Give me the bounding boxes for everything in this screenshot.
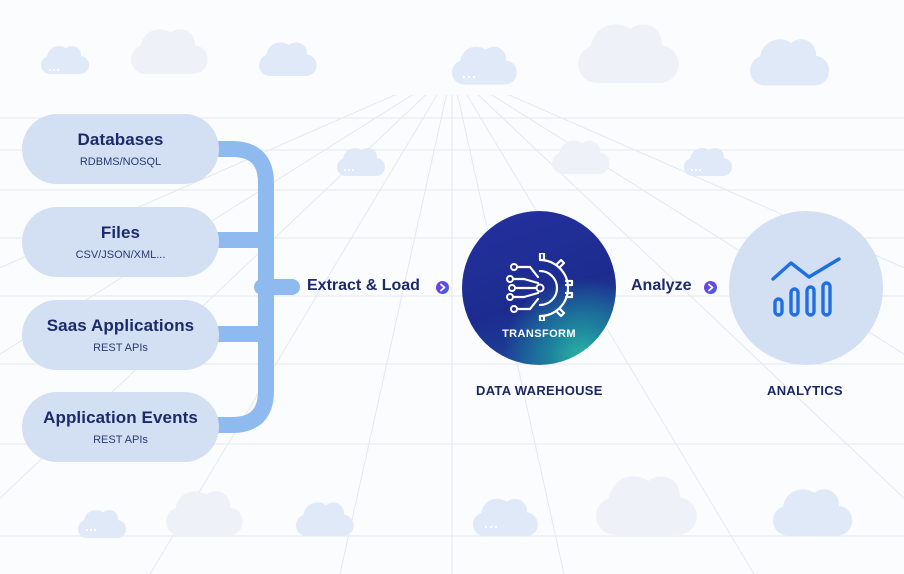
data-warehouse-caption: DATA WAREHOUSE — [476, 383, 603, 398]
chevron-right-icon — [704, 281, 717, 294]
chevron-right-icon — [436, 281, 449, 294]
source-subtitle: RDBMS/NOSQL — [79, 156, 162, 168]
source-subtitle: REST APIs — [93, 342, 148, 354]
transform-label: TRANSFORM — [502, 328, 576, 340]
source-saas-applications: Saas Applications REST APIs — [22, 300, 219, 370]
line-bar-chart-icon — [771, 257, 841, 317]
source-title: Saas Applications — [46, 316, 195, 335]
data-warehouse-node: TRANSFORM — [462, 211, 616, 365]
source-subtitle: CSV/JSON/XML... — [75, 249, 166, 261]
source-application-events: Application Events REST APIs — [22, 392, 219, 462]
analyze-label: Analyze — [631, 277, 692, 294]
extract-load-label: Extract & Load — [307, 277, 420, 294]
analytics-node — [729, 211, 883, 365]
gear-circuit-icon — [506, 253, 574, 321]
source-databases: Databases RDBMS/NOSQL — [22, 114, 219, 184]
analytics-caption: ANALYTICS — [767, 383, 843, 398]
source-title: Files — [100, 223, 141, 242]
source-title: Application Events — [43, 408, 198, 427]
source-files: Files CSV/JSON/XML... — [22, 207, 219, 277]
source-title: Databases — [77, 130, 164, 149]
source-subtitle: REST APIs — [93, 434, 148, 446]
